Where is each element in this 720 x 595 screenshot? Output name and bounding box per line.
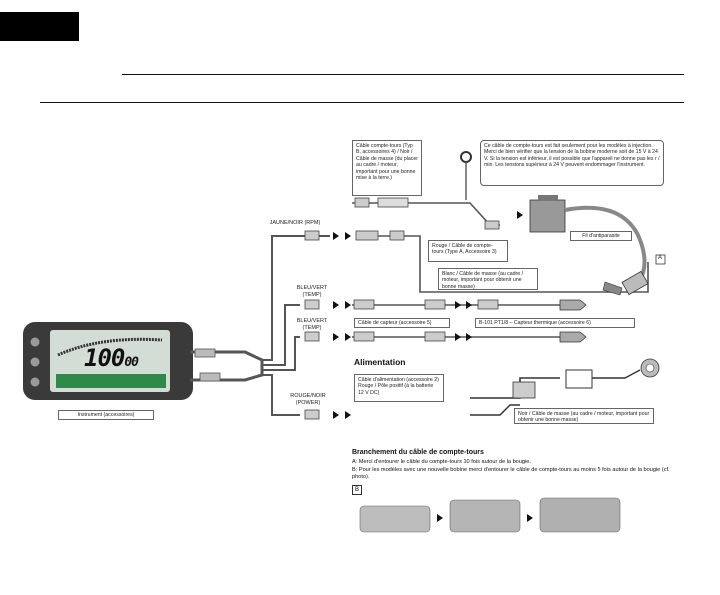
arrow-power-1 xyxy=(333,411,339,419)
arrow-photo-1 xyxy=(437,514,443,522)
sensor-cable-label: Câble de capteur (accessoire 5) xyxy=(354,318,450,328)
plug-photo-1 xyxy=(359,505,431,533)
wire-temp-1 xyxy=(262,304,300,366)
cable-sleeve-2 xyxy=(199,372,221,382)
lcd-green-bar xyxy=(56,374,166,388)
connector-temp2-c xyxy=(424,331,446,342)
plug-marker: A xyxy=(658,255,663,261)
arrow-photo-2 xyxy=(527,514,533,522)
lcd-reading-main: 100 xyxy=(84,344,125,372)
temp-label-2: BLEU/VERT (TEMP) xyxy=(296,318,328,331)
gear-ring-inner xyxy=(645,363,655,373)
connector-tach-c xyxy=(484,220,500,230)
spark-plug-cap xyxy=(621,270,649,296)
injection-note: Ce câble de compte-tours est fait seulem… xyxy=(480,140,664,186)
ignition-coil-top xyxy=(538,195,558,201)
connector-temp2-a xyxy=(304,331,320,342)
connector-temp1-c xyxy=(424,299,446,310)
ground-wire xyxy=(470,404,520,416)
connector-temp2-b xyxy=(353,331,375,342)
arrow-temp1-3 xyxy=(455,301,461,309)
cable-sleeve-1 xyxy=(194,348,216,358)
header-rule-bottom xyxy=(40,102,684,103)
arrow-temp1-2 xyxy=(345,301,351,309)
power-ground-note: Noir / Câble de masse (au cadre / moteur… xyxy=(514,408,654,424)
arrow-temp2-1 xyxy=(333,333,339,341)
device-button-3 xyxy=(30,377,40,387)
connector-rpm-b xyxy=(355,230,379,241)
device-label: Instrument (accessoires) xyxy=(58,410,154,420)
arrow-coil xyxy=(517,211,523,219)
power-panel-title: Alimentation xyxy=(354,357,406,367)
arrow-rpm-1 xyxy=(333,232,339,240)
arrow-temp1-4 xyxy=(466,301,472,309)
device-button-1 xyxy=(30,337,40,347)
connector-tach-a xyxy=(354,197,370,208)
wiring-line-b: B: Pour les modèles avec une nouvelle bo… xyxy=(352,467,670,481)
fuse-holder xyxy=(512,381,536,399)
ignition-coil xyxy=(529,199,566,233)
battery-lead xyxy=(592,369,641,379)
connector-temp1-d xyxy=(477,299,499,310)
connector-tach-b xyxy=(377,197,409,208)
tach-note: Câble compte-tours (Typ B, accessoires 4… xyxy=(352,140,422,196)
battery xyxy=(565,369,593,389)
wiring-panel-title: Branchement du câble de compte-tours xyxy=(352,449,484,456)
arrow-power-2 xyxy=(345,411,351,419)
wire-tach-top xyxy=(352,202,500,226)
power-label: ROUGE/NOIR (POWER) xyxy=(290,393,326,406)
lcd-reading: 10000 xyxy=(84,344,139,372)
temp-label-1: BLEU/VERT (TEMP) xyxy=(296,285,328,298)
connector-power-a xyxy=(304,409,320,420)
wiring-marker-b: B xyxy=(352,485,362,495)
header-rule-top xyxy=(122,74,684,75)
type-a-note: Rouge / Câble de compte-tours (Type A, A… xyxy=(428,240,508,262)
plug-photo-2 xyxy=(449,499,521,533)
wire-rpm-out xyxy=(378,235,649,293)
cable-bundle xyxy=(190,350,264,382)
wire-rpm xyxy=(262,235,330,361)
sensor-thermal-2 xyxy=(559,331,587,343)
arrow-rpm-2 xyxy=(345,232,351,240)
connector-rpm-c xyxy=(389,230,405,241)
lcd-reading-small: 00 xyxy=(124,355,139,370)
wire-power xyxy=(262,374,300,416)
spark-plug-cable xyxy=(564,205,647,281)
spark-plug-wire-label: Fil d'antiparasite xyxy=(570,231,632,241)
arrow-temp2-3 xyxy=(455,333,461,341)
plug-photo-3 xyxy=(539,497,621,533)
wire-temp-2 xyxy=(262,336,300,371)
rpm-label: JAUNE/NOIR (RPM) xyxy=(269,220,321,226)
arrow-temp1-1 xyxy=(333,301,339,309)
connector-temp1-b xyxy=(353,299,375,310)
power-cable-note: Câble d'alimentation (accessoire 2) Roug… xyxy=(354,374,444,402)
spark-plug xyxy=(602,281,623,296)
header-black-tag xyxy=(0,12,79,41)
sensor-thermal-label: B-101 PT1/8 – Capteur thermique (accesso… xyxy=(475,318,635,328)
ring-terminal xyxy=(460,151,472,163)
connector-rpm-a xyxy=(304,230,320,241)
lcd-rpm-arc xyxy=(57,337,163,357)
device-button-2 xyxy=(30,357,40,367)
arrow-temp2-4 xyxy=(466,333,472,341)
connector-temp1-a xyxy=(304,299,320,310)
arrow-temp2-2 xyxy=(345,333,351,341)
wiring-line-a: A: Merci d'entourer le câble du compte-t… xyxy=(352,459,531,465)
sensor-thermal-1 xyxy=(559,299,587,311)
plug-marker-box xyxy=(655,254,666,265)
ground-note-rpm: Blanc / Câble de masse (au cadre / moteu… xyxy=(438,268,538,290)
